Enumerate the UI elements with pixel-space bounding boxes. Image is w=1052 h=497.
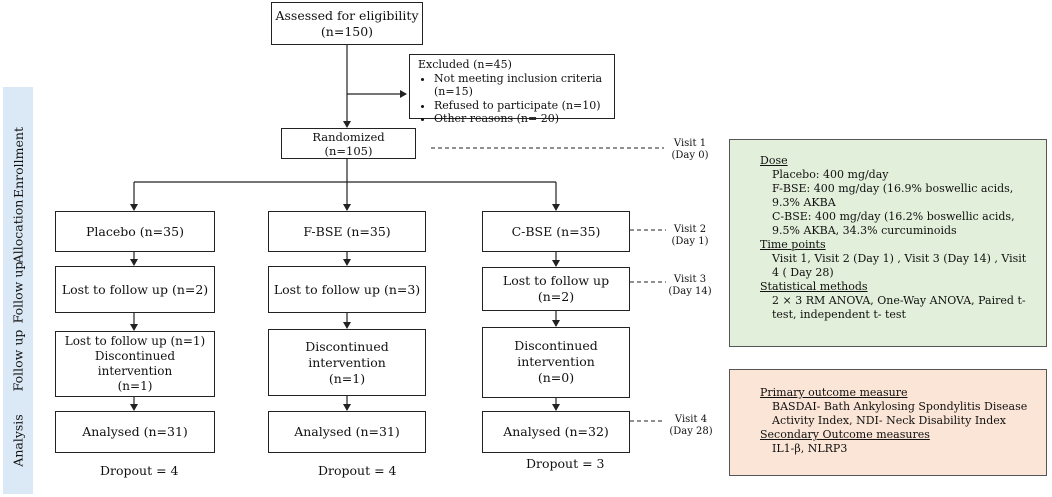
primary-outcome-line: BASDAI- Bath Ankylosing Spondylitis Dise… — [772, 400, 1028, 427]
fbse-analysed-box: Analysed (n=31) — [268, 411, 426, 453]
secondary-outcome-heading: Secondary Outcome measures — [760, 428, 930, 441]
assessed-box: Assessed for eligibility(n=150) — [271, 2, 423, 45]
dose-heading: Dose — [760, 154, 788, 167]
primary-outcome-heading: Primary outcome measure — [760, 386, 908, 399]
stage-label-follow-up-1: Follow up — [10, 261, 26, 323]
outcome-panel: Primary outcome measure BASDAI- Bath Ank… — [729, 369, 1047, 476]
dose-line: C-BSE: 400 mg/day (16.2% boswellic acids… — [772, 210, 1015, 237]
stage-label-analysis: Analysis — [10, 413, 26, 467]
stage-sidebar — [3, 87, 33, 494]
stage-label-allocation: Allocation — [10, 199, 26, 263]
excluded-box: Excluded (n=45) Not meeting inclusion cr… — [409, 54, 615, 125]
stage-label-follow-up-2: Follow up — [10, 329, 26, 391]
placebo-lost-box: Lost to follow up (n=2) — [55, 266, 215, 313]
excluded-item: Refused to participate (n=10) — [434, 99, 606, 113]
excluded-title: Excluded (n=45) — [418, 58, 512, 71]
dose-panel: Dose Placebo: 400 mg/day F-BSE: 400 mg/d… — [729, 139, 1047, 347]
placebo-dropout: Dropout = 4 — [100, 463, 179, 478]
stage-label-enrollment: Enrollment — [10, 126, 26, 198]
visit4-label: Visit 4(Day 28) — [669, 414, 713, 437]
randomized-box: Randomized(n=105) — [281, 128, 416, 159]
statistical-methods-heading: Statistical methods — [760, 280, 868, 293]
cbse-lost-box: Lost to follow up (n=2) — [482, 267, 630, 311]
placebo-allocated-box: Placebo (n=35) — [55, 211, 215, 252]
visit1-label: Visit 1(Day 0) — [671, 138, 709, 161]
dose-line: F-BSE: 400 mg/day (16.9% boswellic acids… — [772, 182, 1014, 209]
excluded-item: Not meeting inclusion criteria (n=15) — [434, 72, 606, 99]
cbse-allocated-box: C-BSE (n=35) — [482, 211, 630, 252]
dose-line: Placebo: 400 mg/day — [772, 168, 889, 181]
fbse-allocated-box: F-BSE (n=35) — [268, 211, 426, 252]
fbse-lost-box: Lost to follow up (n=3) — [268, 266, 426, 313]
statistical-methods-line: 2 × 3 RM ANOVA, One-Way ANOVA, Paired t-… — [772, 294, 1026, 321]
time-points-heading: Time points — [760, 238, 826, 251]
fbse-dropout: Dropout = 4 — [318, 463, 397, 478]
excluded-item: Other reasons (n= 20) — [434, 112, 606, 126]
cbse-followup2-box: Discontinued intervention(n=0) — [482, 327, 630, 398]
time-points-line: Visit 1, Visit 2 (Day 1) , Visit 3 (Day … — [772, 252, 1027, 279]
secondary-outcome-line: IL1-β, NLRP3 — [772, 442, 848, 455]
placebo-analysed-box: Analysed (n=31) — [55, 411, 215, 453]
cbse-dropout: Dropout = 3 — [526, 456, 605, 471]
fbse-followup2-box: Discontinued intervention(n=1) — [268, 329, 426, 396]
visit2-label: Visit 2(Day 1) — [671, 224, 709, 247]
placebo-followup2-box: Lost to follow up (n=1)Discontinued inte… — [55, 331, 215, 397]
visit3-label: Visit 3(Day 14) — [668, 274, 712, 297]
cbse-analysed-box: Analysed (n=32) — [482, 411, 630, 453]
